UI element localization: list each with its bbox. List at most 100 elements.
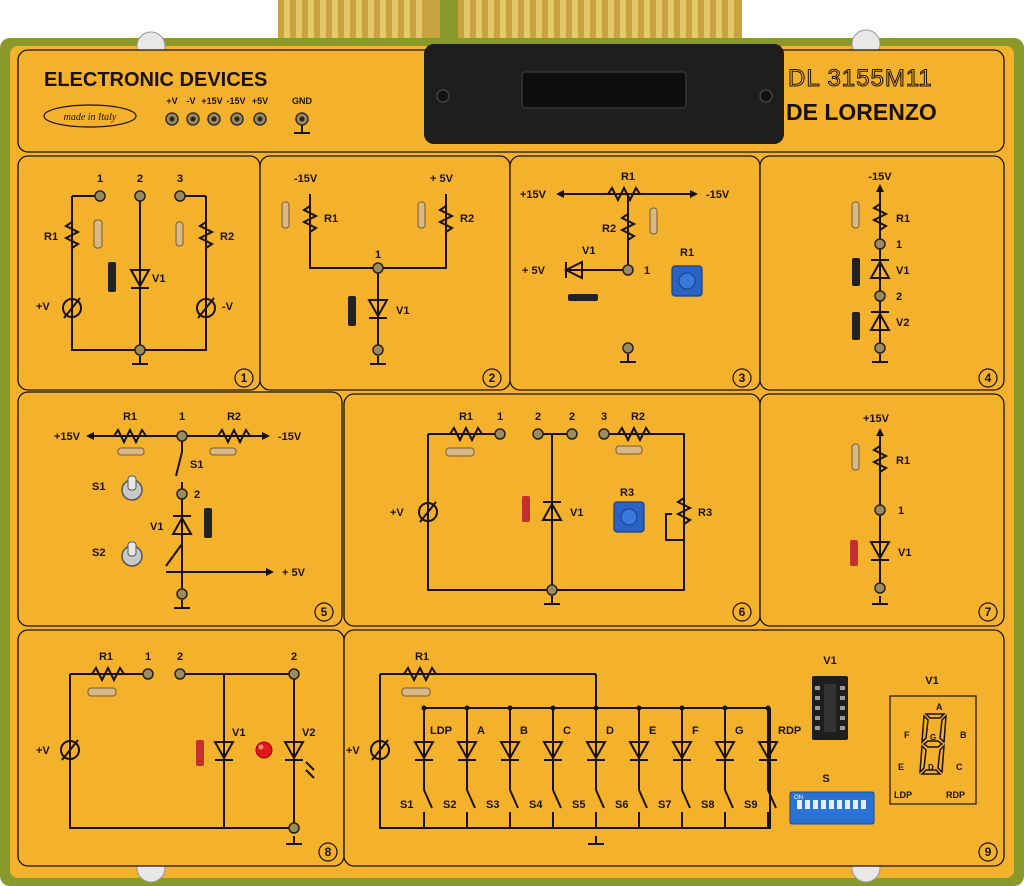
panel-6-jacks[interactable]: [494, 428, 610, 596]
component-label: R1: [99, 651, 113, 663]
panel-2-circuit: [281, 194, 455, 365]
segment-label: B: [520, 725, 528, 737]
supply-label: +5V: [252, 96, 268, 106]
segment-diode: [456, 705, 478, 828]
display-segment-label: D: [928, 763, 934, 772]
model-number: DL 3155M11: [788, 65, 933, 92]
panel-4-jacks[interactable]: [874, 238, 886, 354]
component-label: V2: [896, 317, 909, 329]
terminal-label: 1: [896, 239, 902, 251]
supply-label: +V: [390, 507, 404, 519]
supply-label: + 5V: [522, 265, 546, 277]
panel-4-circuit: [851, 184, 891, 363]
component-label: R1: [621, 171, 635, 183]
component-label: V1: [582, 245, 595, 257]
panel-3-jacks[interactable]: [622, 264, 634, 354]
panel-number: 8: [325, 845, 332, 859]
switch-label: S9: [744, 799, 757, 811]
component-label: R2: [220, 231, 234, 243]
supply-label: -V: [187, 96, 196, 106]
panel-3-circuit: [556, 185, 698, 363]
segment-diode: [714, 705, 736, 828]
panel-number: 9: [985, 845, 992, 859]
component-label: R2: [227, 411, 241, 423]
switch-label: S8: [701, 799, 714, 811]
switch-label: S5: [572, 799, 585, 811]
display-segment-label: RDP: [946, 790, 965, 800]
display-segment-label: A: [936, 702, 943, 712]
display-segment-label: G: [930, 733, 936, 742]
component-label: R1: [415, 651, 429, 663]
panel-number: 1: [241, 371, 248, 385]
segment-diodes: [413, 705, 779, 828]
panel-8-jacks[interactable]: [142, 668, 300, 834]
panel-5: [17, 391, 343, 627]
supply-label: + 5V: [282, 567, 306, 579]
panel-4: [759, 155, 1005, 391]
connector-block: [424, 44, 784, 144]
terminal-label: 1: [179, 411, 185, 423]
terminal-label: 1: [97, 173, 103, 185]
made-in-italy-badge: [43, 104, 137, 128]
component-label: V2: [302, 727, 315, 739]
segment-label: C: [563, 725, 571, 737]
panel-1-jacks[interactable]: [94, 190, 186, 356]
switch-label: S4: [529, 799, 543, 811]
component-label: S1: [190, 459, 203, 471]
component-label: R1: [896, 455, 910, 467]
potentiometer-icon[interactable]: [671, 265, 703, 297]
segment-label: F: [692, 725, 699, 737]
panel-8-circuit: [60, 665, 315, 845]
terminal-label: 2: [569, 411, 575, 423]
segment-diode: [628, 705, 650, 828]
switch-label: S2: [443, 799, 456, 811]
panel-7-jacks[interactable]: [874, 504, 886, 594]
component-label: V1: [232, 727, 245, 739]
segment-label: A: [477, 725, 485, 737]
segment-label: E: [649, 725, 656, 737]
component-label: R1: [44, 231, 58, 243]
display-segment-label: B: [960, 730, 967, 740]
panel-numbers: 1 2 3 4 5 6 7 8 9: [234, 368, 998, 862]
switch-label: S3: [486, 799, 499, 811]
panel-2-jacks[interactable]: [372, 262, 384, 356]
segment-label: G: [735, 725, 744, 737]
panel-5-jacks[interactable]: [176, 430, 188, 600]
component-label: R1: [459, 411, 473, 423]
supply-label: +15V: [863, 413, 890, 425]
segment-diode: [671, 705, 693, 828]
component-label: R1: [896, 213, 910, 225]
panel-number: 2: [489, 371, 496, 385]
component-label: R1: [680, 247, 694, 259]
terminal-label: 2: [291, 651, 297, 663]
panel-5-circuit: [86, 427, 274, 609]
supply-jacks[interactable]: [165, 112, 310, 134]
origin-label: made in Italy: [64, 112, 117, 123]
segment-label: LDP: [430, 725, 452, 737]
terminal-label: 1: [145, 651, 151, 663]
potentiometer-icon[interactable]: [613, 501, 645, 533]
panel-number: 7: [985, 605, 992, 619]
panel-number: 3: [739, 371, 746, 385]
toggle-switch-icon[interactable]: [121, 475, 143, 501]
component-label: R2: [631, 411, 645, 423]
terminal-label: 1: [375, 249, 381, 261]
supply-label: -15V: [294, 173, 318, 185]
switch-label: S2: [92, 547, 105, 559]
component-label: V1: [150, 521, 163, 533]
supply-label: +15V: [520, 189, 547, 201]
dip-on-label: ON: [794, 795, 803, 801]
terminal-label: 2: [194, 489, 200, 501]
component-label: R1: [123, 411, 137, 423]
segment-label: RDP: [778, 725, 801, 737]
supply-label: -15V: [868, 171, 892, 183]
supply-label: +V: [166, 96, 177, 106]
supply-label: +15V: [54, 431, 81, 443]
dip-switch-icon[interactable]: [789, 791, 875, 825]
panel-number: 5: [321, 605, 328, 619]
supply-label: + 5V: [430, 173, 454, 185]
ic-socket-icon[interactable]: [812, 676, 848, 740]
toggle-switch-icon[interactable]: [121, 541, 143, 567]
led-icon: [255, 741, 273, 759]
brand-logo: DE LORENZO: [786, 99, 937, 125]
